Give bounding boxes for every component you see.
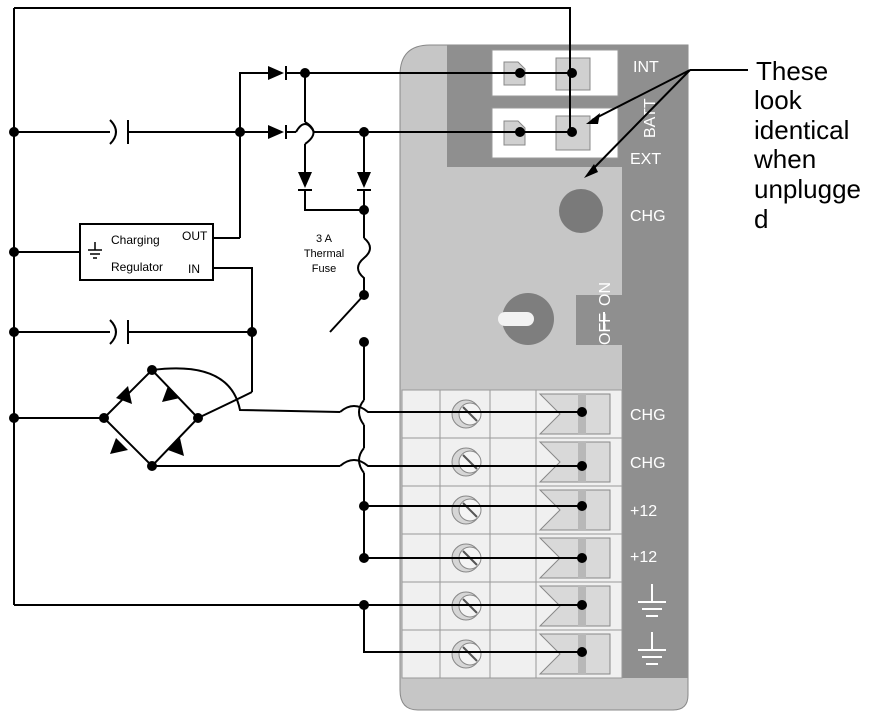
power-switch[interactable] xyxy=(498,293,554,345)
terminal-screw[interactable] xyxy=(451,447,482,477)
annotation-line-2: look xyxy=(754,85,803,115)
ground-symbol-1 xyxy=(638,584,666,617)
label-chg-indicator: CHG xyxy=(630,208,666,225)
terminal-screw[interactable] xyxy=(451,639,482,669)
label-batt: BATT xyxy=(642,98,659,138)
terminal-block xyxy=(401,389,623,679)
label-strip xyxy=(622,167,688,390)
charge-indicator-led xyxy=(559,189,603,233)
junction-dots xyxy=(9,68,587,657)
annotation-line-3: identical xyxy=(754,115,849,145)
label-int: INT xyxy=(633,59,659,76)
annotation-line-4: when xyxy=(753,144,816,174)
switch-label-off: OFF xyxy=(597,313,614,345)
regulator-label-charging: Charging xyxy=(111,233,160,247)
regulator-out-label: OUT xyxy=(182,229,208,243)
switch-label-box xyxy=(576,295,628,345)
terminal-label-plus12-2: +12 xyxy=(630,549,657,566)
terminal-label-chg-1: CHG xyxy=(630,407,666,424)
ground-symbol-2 xyxy=(638,632,666,665)
switch-label-on: ON xyxy=(597,282,614,306)
terminal-label-chg-2: CHG xyxy=(630,455,666,472)
terminal-screw[interactable] xyxy=(451,495,482,525)
fuse-label-thermal: Thermal xyxy=(304,248,344,260)
annotation-arrows xyxy=(584,69,748,178)
fuse-label-rating: 3 A xyxy=(316,233,333,245)
annotation-line-1: These xyxy=(756,56,828,86)
label-ext: EXT xyxy=(630,151,661,168)
terminal-screw[interactable] xyxy=(451,399,482,429)
annotation-line-6: d xyxy=(754,204,768,234)
terminal-label-plus12-1: +12 xyxy=(630,503,657,520)
regulator-label-regulator: Regulator xyxy=(111,260,163,274)
regulator-in-label: IN xyxy=(188,262,200,276)
annotation-line-5: unplugge xyxy=(754,174,861,204)
fuse-label-fuse: Fuse xyxy=(312,263,336,275)
